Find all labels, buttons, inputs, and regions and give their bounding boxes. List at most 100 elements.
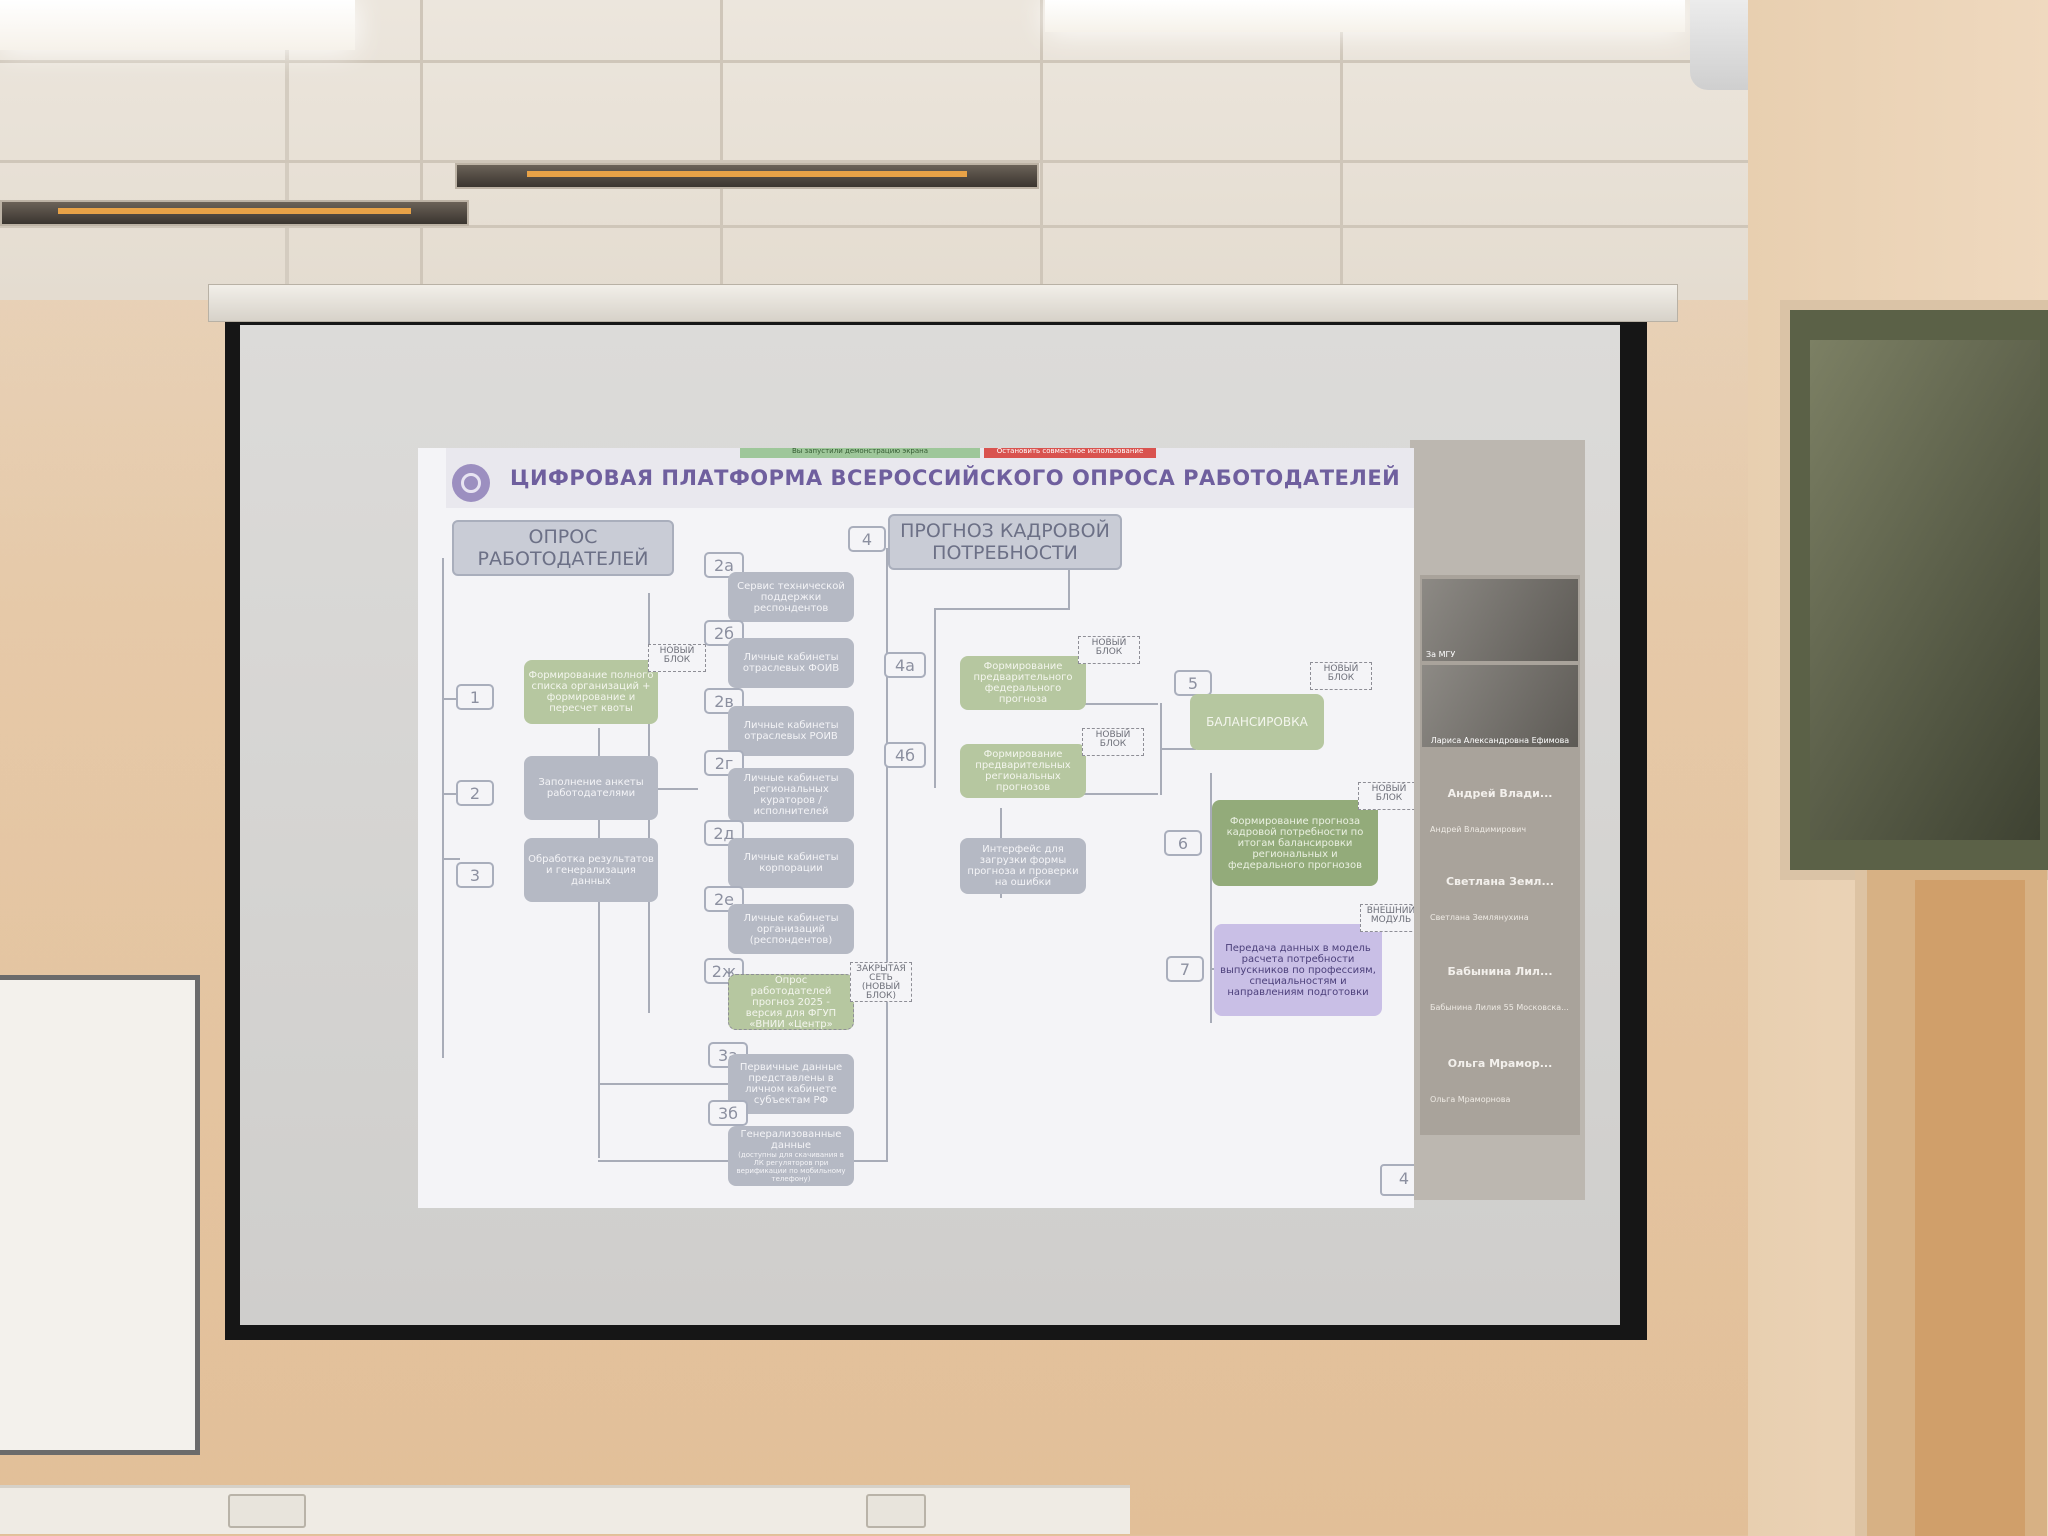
tag-new-block: НОВЫЙ БЛОК bbox=[1358, 782, 1414, 810]
node-2g: Личные кабинеты региональных кураторов /… bbox=[728, 768, 854, 822]
ceiling-grid-line bbox=[0, 60, 1760, 63]
node-4a: Формирование предварительного федерально… bbox=[960, 656, 1086, 710]
node-3b: Генерализованные данные (доступны для ск… bbox=[728, 1126, 854, 1186]
connector-line bbox=[1210, 773, 1212, 1023]
label-2a: 2а bbox=[704, 552, 744, 578]
baseboard bbox=[0, 1485, 1130, 1534]
video-tile[interactable]: Лариса Александровна Ефимова bbox=[1422, 665, 1578, 747]
connector-line bbox=[1160, 748, 1196, 750]
node-2zh: Опрос работодателей прогноз 2025 - верси… bbox=[728, 974, 854, 1030]
slide-title: ЦИФРОВАЯ ПЛАТФОРМА ВСЕРОССИЙСКОГО ОПРОСА… bbox=[510, 466, 1401, 490]
label-4b: 4б bbox=[884, 742, 926, 768]
header-forecast: ПРОГНОЗ КАДРОВОЙ ПОТРЕБНОСТИ bbox=[888, 514, 1122, 570]
participant-subtitle: Бабынина Лилия 55 Московска... bbox=[1430, 1003, 1569, 1012]
presentation-slide: ЦИФРОВАЯ ПЛАТФОРМА ВСЕРОССИЙСКОГО ОПРОСА… bbox=[418, 448, 1414, 1208]
label-5: 5 bbox=[1174, 670, 1212, 696]
logo-icon bbox=[452, 464, 490, 502]
tag-closed-network: ЗАКРЫТАЯ СЕТЬ (НОВЫЙ БЛОК) bbox=[850, 962, 912, 1002]
participant-subtitle: Светлана Землянухина bbox=[1430, 913, 1529, 922]
connector-line bbox=[598, 1083, 748, 1085]
ceiling-grid-line bbox=[1040, 0, 1043, 290]
node-4b: Формирование предварительных региональны… bbox=[960, 744, 1086, 798]
label-1: 1 bbox=[456, 684, 494, 710]
video-tile-label: Лариса Александровна Ефимова bbox=[1430, 736, 1570, 745]
node-6: Формирование прогноза кадровой потребнос… bbox=[1212, 800, 1378, 886]
connector-line bbox=[658, 788, 698, 790]
whiteboard bbox=[0, 975, 200, 1455]
connector-line bbox=[1058, 703, 1158, 705]
node-7: Передача данных в модель расчета потребн… bbox=[1214, 924, 1382, 1016]
power-socket bbox=[866, 1494, 926, 1528]
screen-share-bar: Вы запустили демонстрацию экрана Останов… bbox=[740, 448, 1156, 458]
node-4c: Интерфейс для загрузки формы прогноза и … bbox=[960, 838, 1086, 894]
node-3b-title: Генерализованные данные bbox=[740, 1129, 842, 1151]
node-3b-sub: (доступны для скачивания в ЛК регуляторо… bbox=[736, 1151, 846, 1183]
participant-subtitle: Ольга Мраморнова bbox=[1430, 1095, 1511, 1104]
participant-name[interactable]: Бабынина Лил... bbox=[1447, 965, 1553, 978]
ceiling-grid-line bbox=[0, 225, 1760, 228]
tag-text: ЗАКРЫТАЯ bbox=[856, 964, 906, 974]
label-4: 4 bbox=[848, 526, 886, 552]
ceiling-grid-line bbox=[1340, 0, 1343, 290]
connector-line bbox=[838, 1160, 888, 1162]
ceiling-grid-line bbox=[720, 0, 723, 290]
video-tile-label: За МГУ bbox=[1426, 650, 1456, 659]
window-glass bbox=[1810, 340, 2040, 840]
connector-line bbox=[442, 858, 460, 860]
label-4a: 4а bbox=[884, 652, 926, 678]
tag-external-module: ВНЕШНИЙ МОДУЛЬ bbox=[1360, 904, 1414, 932]
tag-text: (НОВЫЙ БЛОК) bbox=[861, 982, 901, 1001]
connector-line bbox=[442, 558, 444, 1058]
connector-line bbox=[1068, 568, 1070, 610]
ceiling-light bbox=[1045, 0, 1685, 32]
connector-line bbox=[442, 698, 460, 700]
participant-name[interactable]: Светлана Земл... bbox=[1445, 875, 1555, 888]
node-2: Заполнение анкеты работодателями bbox=[524, 756, 658, 820]
share-status: Вы запустили демонстрацию экрана bbox=[740, 448, 980, 458]
connector-line bbox=[934, 608, 936, 788]
ceiling-grid-line bbox=[0, 160, 1760, 163]
participants-panel: За МГУ Лариса Александровна Ефимова Андр… bbox=[1420, 575, 1580, 1135]
connector-line bbox=[1058, 793, 1158, 795]
node-2e: Личные кабинеты организаций (респонденто… bbox=[728, 904, 854, 954]
node-5-balancing: БАЛАНСИРОВКА bbox=[1190, 694, 1324, 750]
page-number: 4 bbox=[1380, 1164, 1414, 1196]
node-3: Обработка результатов и генерализация да… bbox=[524, 838, 658, 902]
label-2: 2 bbox=[456, 780, 494, 806]
stop-sharing-button[interactable]: Остановить совместное использование bbox=[984, 448, 1156, 458]
connector-line bbox=[934, 608, 1070, 610]
slide-header bbox=[446, 448, 1414, 508]
node-3a: Первичные данные представлены в личном к… bbox=[728, 1054, 854, 1114]
tag-new-block: НОВЫЙ БЛОК bbox=[1078, 636, 1140, 664]
ceiling-vent bbox=[455, 163, 1039, 189]
label-3: 3 bbox=[456, 862, 494, 888]
door bbox=[1915, 880, 2025, 1536]
screen-case bbox=[208, 284, 1678, 322]
label-7: 7 bbox=[1166, 956, 1204, 982]
node-2b: Личные кабинеты отраслевых ФОИВ bbox=[728, 638, 854, 688]
video-tile[interactable]: За МГУ bbox=[1422, 579, 1578, 661]
node-2a: Сервис технической поддержки респонденто… bbox=[728, 572, 854, 622]
ceiling-light bbox=[0, 0, 355, 50]
tag-new-block: НОВЫЙ БЛОК bbox=[1310, 662, 1372, 690]
tag-new-block: НОВЫЙ БЛОК bbox=[648, 644, 706, 672]
participant-name[interactable]: Ольга Мрамор... bbox=[1447, 1057, 1553, 1070]
ceiling-vent bbox=[0, 200, 469, 226]
connector-line bbox=[442, 793, 460, 795]
connector-line bbox=[598, 728, 600, 1158]
tag-new-block: НОВЫЙ БЛОК bbox=[1082, 728, 1144, 756]
label-3b: 3б bbox=[708, 1100, 748, 1126]
connector-line bbox=[886, 548, 888, 1160]
label-2e: 2е bbox=[704, 886, 744, 912]
label-2g: 2г bbox=[704, 750, 744, 776]
label-6: 6 bbox=[1164, 830, 1202, 856]
participant-name[interactable]: Андрей Влади... bbox=[1447, 787, 1553, 800]
header-survey: ОПРОС РАБОТОДАТЕЛЕЙ bbox=[452, 520, 674, 576]
connector-line bbox=[598, 1160, 748, 1162]
node-1: Формирование полного списка организаций … bbox=[524, 660, 658, 724]
power-socket bbox=[228, 1494, 306, 1528]
ceiling-grid-line bbox=[420, 0, 423, 290]
tag-text: СЕТЬ bbox=[869, 973, 893, 983]
participant-subtitle: Андрей Владимирович bbox=[1430, 825, 1527, 834]
node-2d: Личные кабинеты корпорации bbox=[728, 838, 854, 888]
